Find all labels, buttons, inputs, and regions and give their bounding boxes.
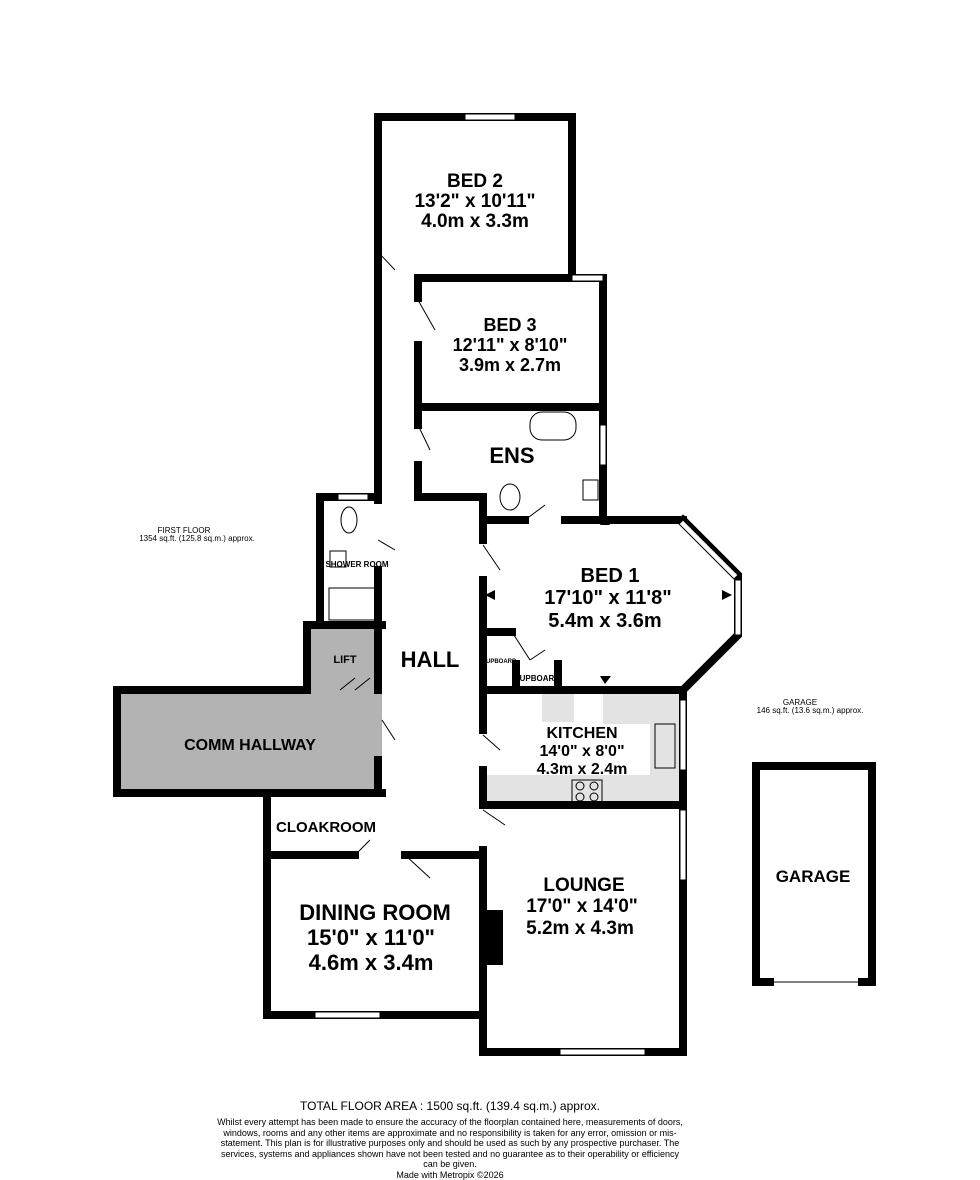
room-name: BED 1 <box>581 565 640 587</box>
walls <box>113 113 876 1056</box>
hob-icon <box>571 779 603 803</box>
sink-icon <box>654 723 676 769</box>
basin-icon <box>582 479 599 501</box>
room-dim-imperial: 17'0" x 14'0" <box>526 896 638 917</box>
fireplace <box>487 910 503 965</box>
room-bed1: BED 1 17'10" x 11'8" 5.4m x 3.6m <box>544 565 671 632</box>
comm-hallway-area <box>117 690 382 793</box>
room-dim-imperial: 14'0" x 8'0" <box>539 743 624 760</box>
room-dim-imperial: 15'0" x 11'0" <box>307 925 435 950</box>
floor-title: GARAGE <box>783 698 817 707</box>
windows <box>314 113 742 1056</box>
room-garage: GARAGE <box>776 867 851 886</box>
first-floor-label: FIRST FLOOR 1354 sq.ft. (125.8 sq.m.) ap… <box>139 526 255 543</box>
room-comm-hallway: COMM HALLWAY <box>184 737 316 754</box>
room-dim-metric: 5.2m x 4.3m <box>526 918 634 939</box>
room-kitchen: KITCHEN 14'0" x 8'0" 4.3m x 2.4m <box>537 725 628 778</box>
floor-title: FIRST FLOOR <box>158 526 211 535</box>
room-lounge: LOUNGE 17'0" x 14'0" 5.2m x 4.3m <box>526 875 638 939</box>
room-dim-metric: 3.9m x 2.7m <box>459 355 561 375</box>
garage-label: GARAGE 146 sq.ft. (13.6 sq.m.) approx. <box>757 698 864 715</box>
fixtures <box>328 411 676 803</box>
shower-tray-icon <box>328 587 380 621</box>
room-dim-imperial: 17'10" x 11'8" <box>544 587 671 609</box>
arrow-up-icon <box>600 515 610 525</box>
arrow-down-icon <box>600 676 611 684</box>
room-dim-imperial: 13'2" x 10'11" <box>414 191 535 212</box>
kitchen-units <box>487 694 679 802</box>
room-name: KITCHEN <box>546 725 617 742</box>
room-cloakroom: CLOAKROOM <box>276 819 376 836</box>
room-name: DINING ROOM <box>299 900 451 925</box>
floor-area: 1354 sq.ft. (125.8 sq.m.) approx. <box>139 534 255 543</box>
room-bed2: BED 2 13'2" x 10'11" 4.0m x 3.3m <box>414 171 535 232</box>
toilet-icon <box>499 483 521 511</box>
doors <box>339 251 546 879</box>
arrows <box>485 515 732 684</box>
room-dining: DINING ROOM 15'0" x 11'0" 4.6m x 3.4m <box>299 900 451 975</box>
room-shower: SHOWER ROOM <box>325 560 388 569</box>
room-cupboard-1: CUPBOARD <box>482 659 517 665</box>
toilet-icon <box>340 506 358 534</box>
room-bed3: BED 3 12'11" x 8'10" 3.9m x 2.7m <box>453 315 568 375</box>
basin-icon <box>329 550 347 568</box>
room-ens: ENS <box>489 443 534 468</box>
floor-area: 146 sq.ft. (13.6 sq.m.) approx. <box>757 706 864 715</box>
credit: Made with Metropix ©2026 <box>396 1170 504 1180</box>
disclaimer: Whilst every attempt has been made to en… <box>217 1117 683 1169</box>
room-dim-metric: 4.0m x 3.3m <box>421 211 529 232</box>
room-hall: HALL <box>401 647 460 672</box>
room-dim-metric: 4.3m x 2.4m <box>537 761 628 778</box>
bath-icon <box>529 411 577 441</box>
room-dim-imperial: 12'11" x 8'10" <box>453 335 568 355</box>
arrow-left-icon <box>485 590 495 600</box>
room-cupboard-2: CUPBOARD <box>514 674 560 683</box>
room-dim-metric: 5.4m x 3.6m <box>548 610 661 632</box>
room-name: BED 2 <box>447 171 503 192</box>
room-name: BED 3 <box>483 315 536 335</box>
total-floor-area: TOTAL FLOOR AREA : 1500 sq.ft. (139.4 sq… <box>300 1099 600 1113</box>
arrow-right-icon <box>722 590 732 600</box>
lift-area <box>307 625 382 690</box>
room-dim-metric: 4.6m x 3.4m <box>309 950 434 975</box>
room-name: LOUNGE <box>543 875 624 896</box>
room-lift: LIFT <box>333 654 356 666</box>
